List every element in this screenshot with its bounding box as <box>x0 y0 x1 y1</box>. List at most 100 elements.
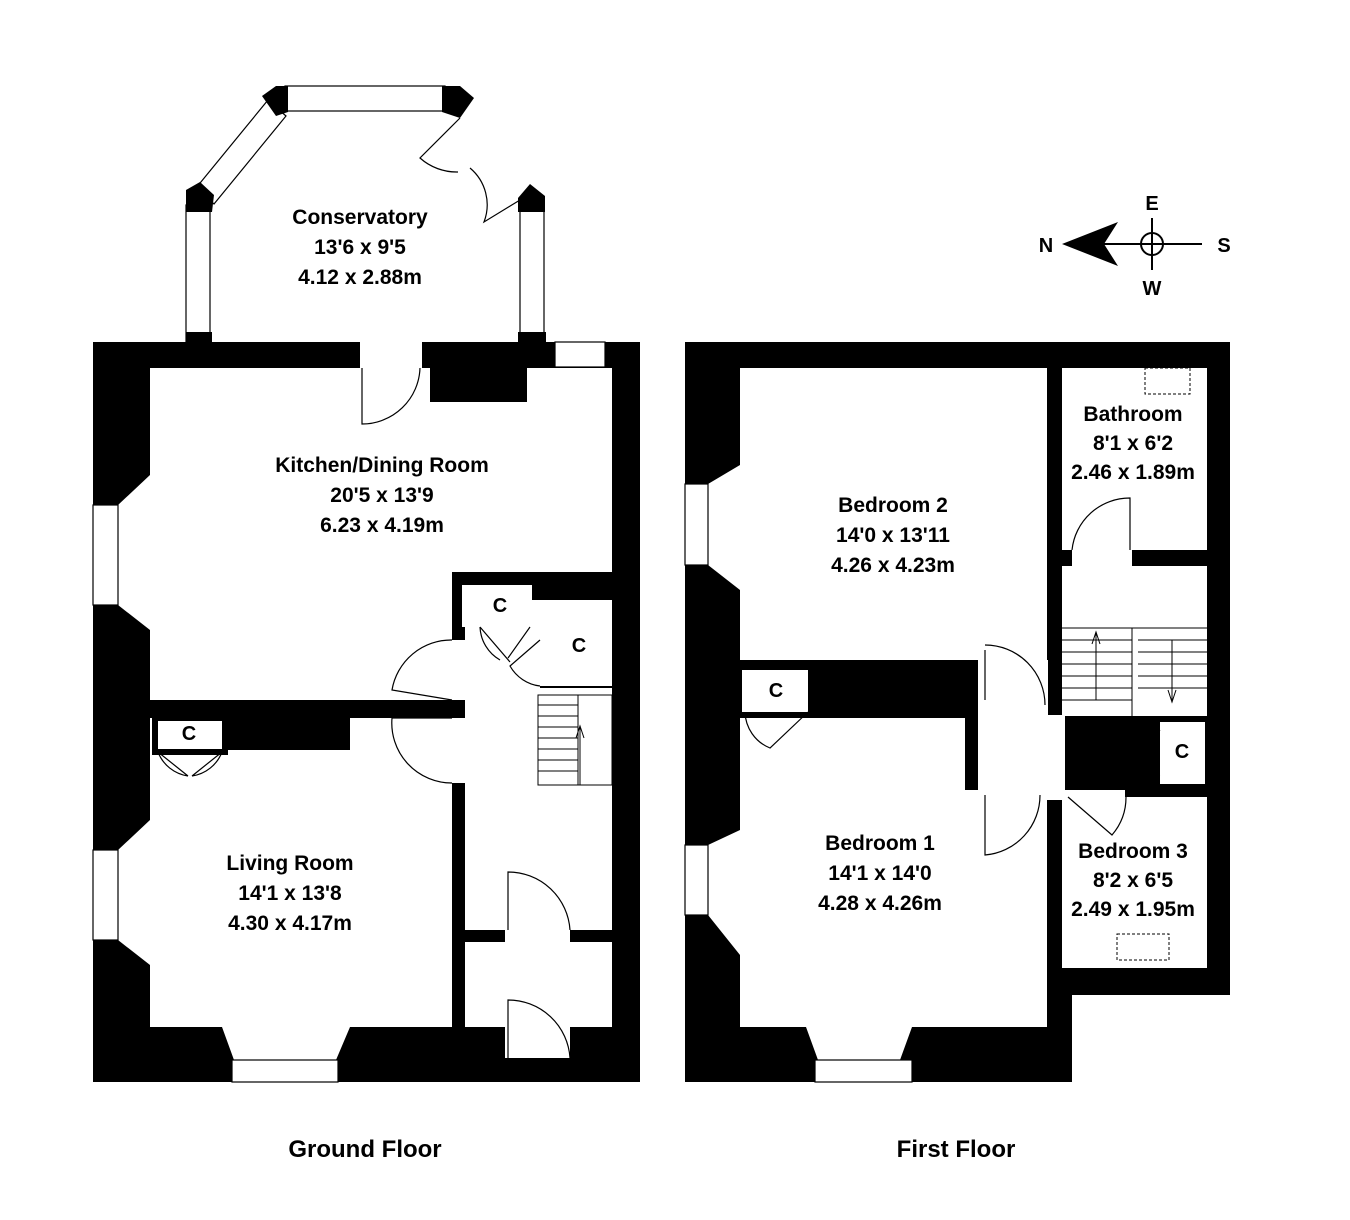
compass-east: E <box>1145 193 1158 215</box>
cupboard-label: C <box>182 723 196 745</box>
bedroom-2 <box>708 368 1047 660</box>
compass-south: S <box>1217 235 1230 257</box>
living-room <box>118 718 452 1060</box>
bedroom-3-door-opening <box>1045 790 1125 800</box>
bedroom-closet <box>742 670 808 712</box>
stairs-direction-arrows-icon <box>1091 630 1177 704</box>
conservatory-window-top <box>284 85 446 112</box>
stairwell <box>1062 566 1207 716</box>
bedroom-2-window <box>684 483 709 566</box>
cupboard-label: C <box>572 635 586 657</box>
living-room-window-left <box>92 849 119 941</box>
ground-stairs-outline <box>537 694 613 786</box>
bedroom-1 <box>708 718 1047 1060</box>
bathroom-door-opening <box>1072 548 1132 568</box>
porch-inner-door <box>507 871 571 931</box>
hall-closet-1-door-swing <box>479 626 501 661</box>
living-hall-door <box>391 717 453 784</box>
bathroom-imperial: 8'1 x 6'2 <box>1093 432 1173 455</box>
bedroom-2-label: Bedroom 2 14'0 x 13'11 4.26 x 4.23m <box>831 494 955 577</box>
kitchen-dining-room <box>118 368 612 700</box>
porch <box>465 942 612 1027</box>
bedroom-3-name: Bedroom 3 <box>1078 840 1188 863</box>
bedroom-2-metric: 4.26 x 4.23m <box>831 554 955 577</box>
bedroom-1-window <box>684 844 709 916</box>
cupboard-label: C <box>769 680 783 702</box>
bedroom-1-metric: 4.28 x 4.26m <box>818 892 942 915</box>
conservatory-window-left <box>185 204 211 343</box>
landing-opening <box>1045 715 1065 795</box>
porch-inner-door-opening <box>505 930 570 944</box>
conservatory-wall-block <box>518 184 545 212</box>
conservatory-wall-block <box>186 332 212 344</box>
hall-closet-1-door <box>479 626 531 663</box>
kitchen-conservatory-door <box>361 367 421 425</box>
hall-closet-2-door <box>509 639 541 687</box>
landing-closet <box>1160 722 1205 784</box>
bathroom-label: Bathroom 8'1 x 6'2 2.46 x 1.89m <box>1071 403 1195 484</box>
ground-floor-title: Ground Floor <box>288 1136 441 1163</box>
bedroom-2-name: Bedroom 2 <box>838 494 948 517</box>
landing-closet-wall <box>1155 716 1207 726</box>
bedroom-chimney-breast <box>812 660 924 715</box>
bathroom-name: Bathroom <box>1083 403 1182 426</box>
bedroom-3 <box>1062 797 1207 968</box>
conservatory-door <box>419 117 461 173</box>
conservatory-window-right <box>519 204 545 343</box>
conservatory-wall-block <box>518 332 546 344</box>
conservatory-structure <box>185 85 546 344</box>
kitchen-metric: 6.23 x 4.19m <box>320 514 444 537</box>
bathroom <box>1062 368 1207 550</box>
ground-stairs-treads <box>538 695 579 785</box>
kitchen-chimney-breast <box>430 368 527 402</box>
kitchen-name: Kitchen/Dining Room <box>275 454 489 477</box>
bedroom-3-door <box>1067 796 1127 836</box>
compass-center-circle <box>1140 232 1164 256</box>
kitchen-hall-door-opening <box>452 640 466 700</box>
stairs-up-arrow-icon <box>575 724 585 785</box>
ground-stairs <box>537 694 613 786</box>
bedroom-3-skylight <box>1116 933 1170 961</box>
compass-west: W <box>1143 278 1162 300</box>
living-room-chimney-breast <box>228 718 350 750</box>
first-floor <box>684 342 1230 1083</box>
living-room-closet <box>152 715 228 755</box>
compass-north: N <box>1039 235 1053 257</box>
bedroom-1-window-bottom <box>814 1059 913 1083</box>
bedroom-3-imperial: 8'2 x 6'5 <box>1093 869 1173 892</box>
hall-closet-1 <box>462 585 532 627</box>
cupboard-label: C <box>1175 741 1189 763</box>
front-door <box>507 999 571 1059</box>
kitchen-window-top <box>554 341 606 368</box>
compass-rose: N E S W <box>1039 193 1231 300</box>
ground-floor <box>92 341 640 1083</box>
living-hall-door-opening <box>452 718 466 783</box>
bedroom-closet-door <box>744 711 809 749</box>
kitchen-door-opening <box>360 342 422 369</box>
living-room-name: Living Room <box>226 852 353 875</box>
first-floor-title: First Floor <box>897 1136 1016 1163</box>
conservatory-metric: 4.12 x 2.88m <box>298 266 422 289</box>
living-room-metric: 4.30 x 4.17m <box>228 912 352 935</box>
conservatory-imperial: 13'6 x 9'5 <box>314 236 406 259</box>
bedroom-2-imperial: 14'0 x 13'11 <box>836 524 950 547</box>
bedroom-1-imperial: 14'1 x 14'0 <box>828 862 931 885</box>
conservatory-wall-block <box>442 86 474 118</box>
bathroom-metric: 2.46 x 1.89m <box>1071 461 1195 484</box>
hall-closet-2 <box>540 600 612 686</box>
conservatory-window-diagonal <box>195 99 287 205</box>
conservatory-wall-block <box>262 86 288 116</box>
first-stairs <box>1062 627 1207 716</box>
living-room-window-bottom <box>231 1059 339 1083</box>
north-arrow-icon <box>1062 222 1118 266</box>
landing <box>978 660 1048 790</box>
living-room-imperial: 14'1 x 13'8 <box>238 882 342 905</box>
front-door-opening <box>505 1026 570 1058</box>
bedroom-1-door <box>984 794 1041 856</box>
living-room-label: Living Room 14'1 x 13'8 4.30 x 4.17m <box>226 852 353 935</box>
landing-closet-door <box>1127 729 1161 776</box>
